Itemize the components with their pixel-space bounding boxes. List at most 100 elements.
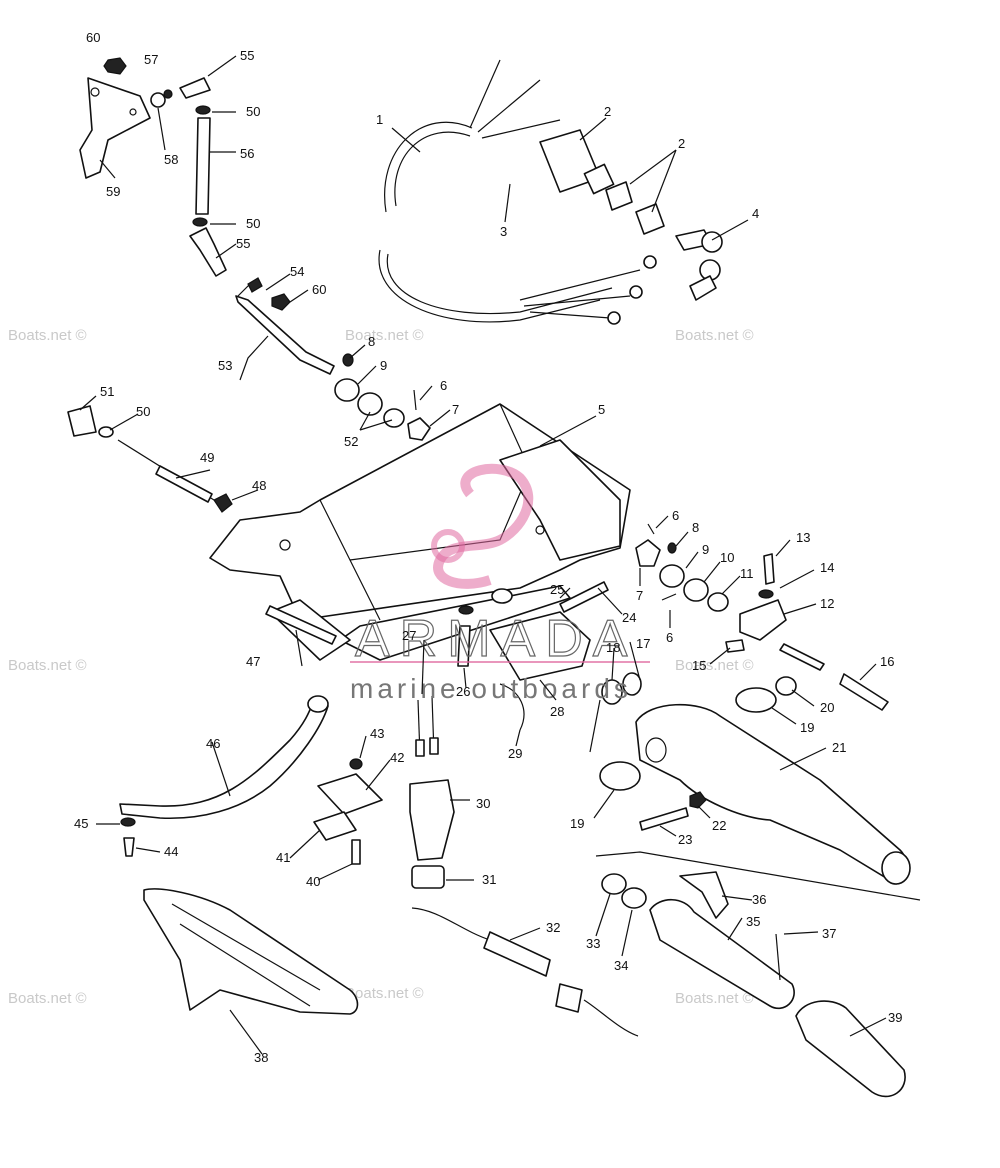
cable-46 (119, 695, 329, 857)
callout-60b: 60 (312, 282, 326, 297)
watermark-1: Boats.net © (8, 327, 87, 344)
bushings-right-6-11 (635, 523, 729, 612)
watermark-6: Boats.net © (345, 985, 424, 1002)
callout-50c: 50 (136, 404, 150, 419)
callout-40: 40 (306, 874, 320, 889)
watermark-8: Boats.net © (675, 657, 754, 674)
screw-23-nut-22 (639, 791, 707, 831)
callout-25: 25 (550, 582, 564, 597)
callout-52: 52 (344, 434, 358, 449)
watermark-2: Boats.net © (675, 327, 754, 344)
callout-49: 49 (200, 450, 214, 465)
callout-19b: 19 (570, 816, 584, 831)
plates-40-43 (313, 758, 383, 865)
callout-16: 16 (880, 654, 894, 669)
callout-33: 33 (586, 936, 600, 951)
watermark-4: Boats.net © (8, 990, 87, 1007)
callout-45: 45 (74, 816, 88, 831)
callout-17: 17 (636, 636, 650, 651)
rod-56 (195, 117, 211, 215)
link-ends-55 (179, 77, 227, 277)
leader-lines (79, 55, 887, 1055)
bracket-59 (79, 77, 151, 179)
watermark-7: Boats.net © (345, 327, 424, 344)
callout-30: 30 (476, 796, 490, 811)
ignition-switch-2 (539, 129, 665, 235)
callout-36: 36 (752, 892, 766, 907)
callout-35: 35 (746, 914, 760, 929)
skid-plate-38 (143, 888, 359, 1015)
nut-60-top (103, 57, 127, 75)
callout-59: 59 (106, 184, 120, 199)
callout-54: 54 (290, 264, 304, 279)
callout-12: 12 (820, 596, 834, 611)
callout-19: 19 (800, 720, 814, 735)
callout-56: 56 (240, 146, 254, 161)
callout-2b: 2 (678, 136, 685, 151)
sensor-30-31 (409, 695, 455, 889)
callout-8b: 8 (692, 520, 699, 535)
callout-14: 14 (820, 560, 834, 575)
callout-55: 55 (240, 48, 254, 63)
armada-logo: ARMADA marine outboards (350, 463, 650, 704)
callout-32: 32 (546, 920, 560, 935)
callout-31: 31 (482, 872, 496, 887)
callout-11: 11 (740, 566, 754, 581)
callout-3: 3 (500, 224, 507, 239)
watermarks: Boats.net © Boats.net © Boats.net © Boat… (8, 327, 754, 1007)
callout-50: 50 (246, 104, 260, 119)
callout-55b: 55 (236, 236, 250, 251)
callout-48: 48 (252, 478, 266, 493)
tiller-arm-21 (589, 699, 921, 901)
callout-1: 1 (376, 112, 383, 127)
bushings-52-9-7 (334, 353, 431, 441)
callout-9: 9 (380, 358, 387, 373)
keys-4 (675, 229, 723, 301)
callout-13: 13 (796, 530, 810, 545)
callout-38: 38 (254, 1050, 268, 1065)
rod-49-51 (67, 405, 233, 513)
callout-23: 23 (678, 832, 692, 847)
callout-34: 34 (614, 958, 628, 973)
link-53 (235, 277, 335, 375)
callout-41: 41 (276, 850, 290, 865)
callout-15: 15 (692, 658, 706, 673)
callout-10: 10 (720, 550, 734, 565)
callout-57: 57 (144, 52, 158, 67)
callout-6b: 6 (672, 508, 679, 523)
callout-18: 18 (606, 640, 620, 655)
callout-2: 2 (604, 104, 611, 119)
callout-5: 5 (598, 402, 605, 417)
callout-26: 26 (456, 684, 470, 699)
callout-21: 21 (832, 740, 846, 755)
callout-4: 4 (752, 206, 759, 221)
callout-7b: 7 (636, 588, 643, 603)
callout-47: 47 (246, 654, 260, 669)
callout-22: 22 (712, 818, 726, 833)
callout-43: 43 (370, 726, 384, 741)
cable-32 (411, 907, 639, 1037)
callout-51: 51 (100, 384, 114, 399)
watermark-3: Boats.net © (8, 657, 87, 674)
callout-29: 29 (508, 746, 522, 761)
callout-8: 8 (368, 334, 375, 349)
callout-28: 28 (550, 704, 564, 719)
logo-brand: ARMADA (355, 610, 637, 668)
callout-7: 7 (452, 402, 459, 417)
callout-20: 20 (820, 700, 834, 715)
callout-58: 58 (164, 152, 178, 167)
callout-46: 46 (206, 736, 220, 751)
callout-6: 6 (440, 378, 447, 393)
callout-53: 53 (218, 358, 232, 373)
callout-labels: 1 2 2 3 4 5 6 6 6 7 7 8 8 9 9 10 11 12 1… (74, 30, 902, 1065)
callout-9b: 9 (702, 542, 709, 557)
callout-27: 27 (402, 628, 416, 643)
washers-50 (192, 105, 211, 227)
rod-47 (265, 605, 337, 645)
bracket-12-13-14 (725, 553, 889, 711)
harness-1 (378, 59, 657, 325)
callout-60: 60 (86, 30, 100, 45)
grip-parts-33-39 (601, 871, 906, 1098)
logo-tagline: marine outboards (350, 673, 632, 704)
